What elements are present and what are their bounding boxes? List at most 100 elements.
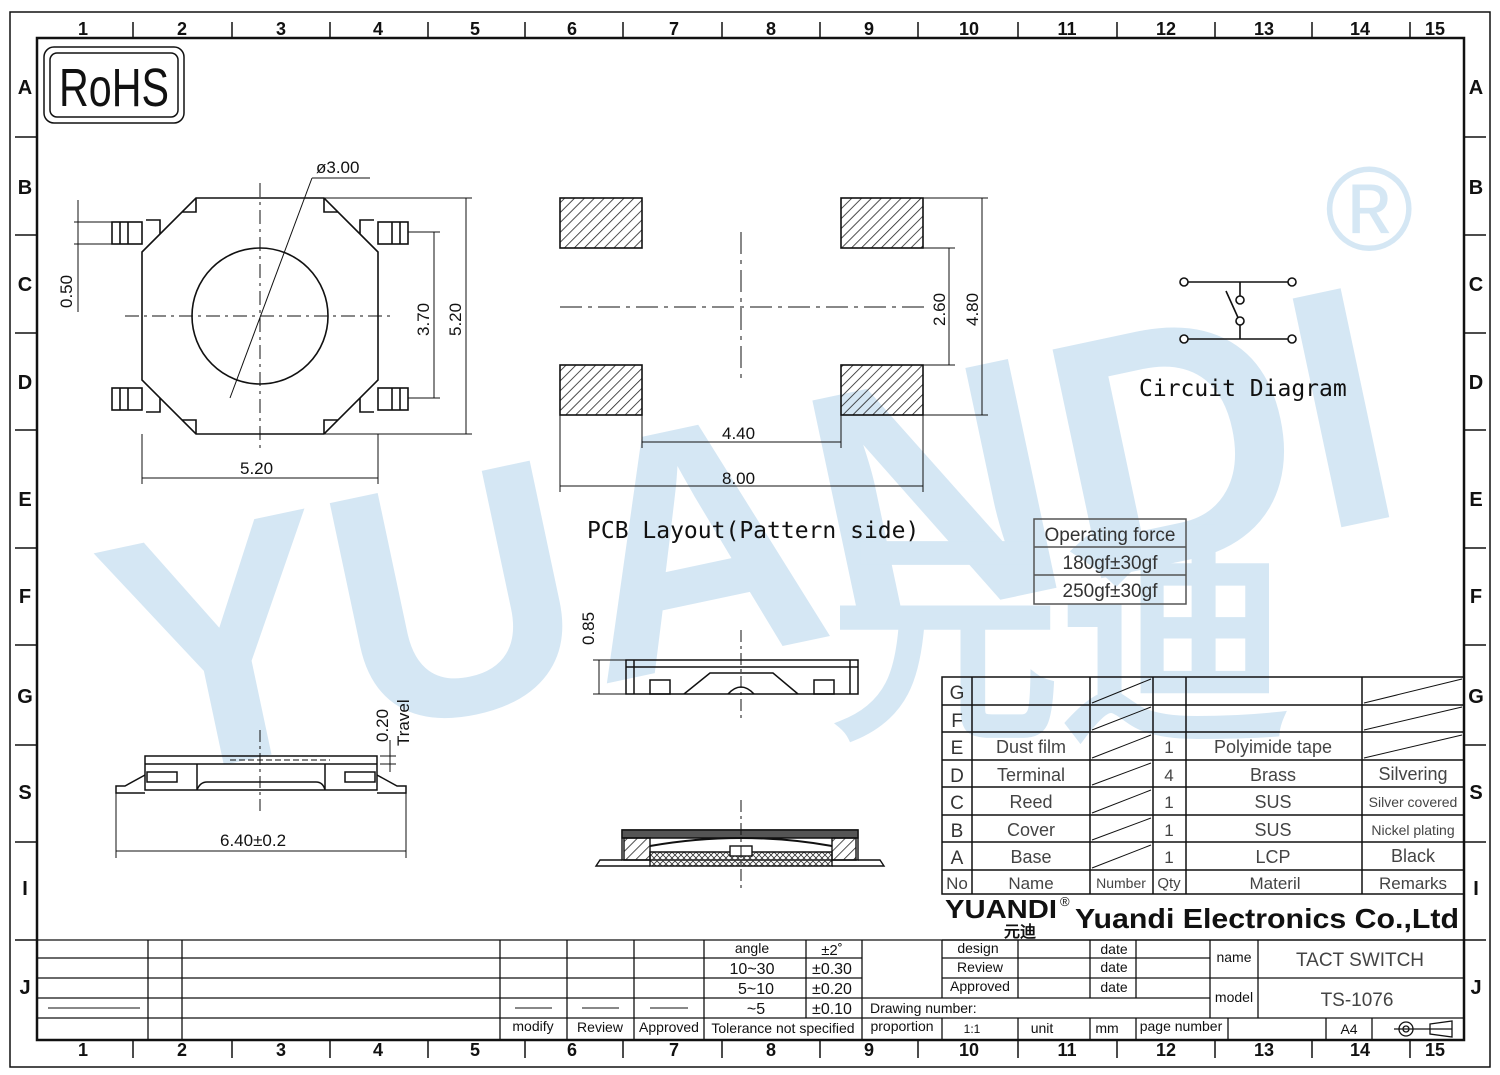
pcb-caption: PCB Layout(Pattern side)	[587, 518, 919, 544]
bom-material: Polyimide tape	[1214, 737, 1332, 757]
force-row-1: 180gf±30gf	[1063, 553, 1159, 574]
bom-no: A	[951, 848, 964, 869]
sign-date-2: date	[1100, 959, 1127, 975]
column-label-top: 10	[959, 19, 979, 39]
column-label-bottom: 3	[276, 1040, 286, 1060]
bom-table-grid	[941, 676, 1465, 895]
column-label-bottom: 13	[1254, 1040, 1274, 1060]
unit-value: mm	[1095, 1020, 1118, 1036]
row-label-left: E	[18, 489, 31, 511]
column-label-bottom: 12	[1156, 1040, 1176, 1060]
section-view	[594, 800, 886, 890]
row-label-left: J	[19, 977, 30, 999]
row-label-right: D	[1469, 372, 1483, 394]
column-label-bottom: 8	[766, 1040, 776, 1060]
bom-qty: 1	[1164, 793, 1173, 812]
column-label-bottom: 10	[959, 1040, 979, 1060]
row-label-left: I	[22, 878, 28, 900]
company-logo: YUANDI	[945, 894, 1057, 924]
bom-name: Cover	[1007, 820, 1055, 840]
tol-value-1: ±2˚	[821, 942, 843, 959]
column-label-top: 15	[1425, 19, 1445, 39]
row-label-right: G	[1468, 686, 1484, 708]
pcb-pad-4	[840, 364, 924, 416]
column-label-top: 11	[1057, 19, 1076, 39]
force-table	[1033, 518, 1187, 605]
column-label-top: 8	[766, 19, 776, 39]
column-label-bottom: 14	[1350, 1040, 1370, 1060]
column-label-bottom: 15	[1425, 1040, 1445, 1060]
row-label-left: D	[18, 372, 32, 394]
bom-header-no: No	[946, 874, 968, 893]
column-label-top: 5	[470, 19, 480, 39]
tol-value-2: ±0.30	[812, 961, 852, 978]
bom-qty: 1	[1164, 738, 1173, 757]
proportion-label: proportion	[870, 1018, 933, 1034]
company-logo-reg: ®	[1060, 894, 1070, 909]
column-label-top: 4	[373, 19, 383, 39]
bom-name: Reed	[1009, 792, 1052, 812]
title-block-grid	[37, 939, 1464, 1040]
pcb-layout	[559, 197, 988, 492]
side-view	[593, 630, 859, 718]
row-label-left: C	[18, 274, 32, 296]
column-label-top: 3	[276, 19, 286, 39]
title-name-label: name	[1216, 949, 1251, 965]
column-label-top: 1	[78, 19, 88, 39]
sign-review: Review	[957, 959, 1004, 975]
top-view	[74, 177, 472, 484]
bom-header-number: Number	[1096, 875, 1146, 891]
side-thickness-label: 0.85	[579, 612, 598, 645]
frame	[9, 11, 1491, 1068]
bom-no: E	[951, 738, 964, 759]
bom-remarks: Silvering	[1378, 764, 1447, 784]
pcb-inner-width-label: 4.40	[722, 424, 755, 443]
bom-material: Brass	[1250, 765, 1296, 785]
row-label-right: I	[1473, 878, 1479, 900]
travel-length-label: 6.40±0.2	[220, 831, 286, 850]
bom-qty: 1	[1164, 848, 1173, 867]
column-label-bottom: 7	[669, 1040, 679, 1060]
travel-label: Travel	[394, 699, 413, 746]
top-dia-label: ø3.00	[316, 158, 359, 177]
bom-no: F	[951, 711, 963, 732]
tolerance-label: Tolerance not specified	[711, 1020, 854, 1036]
bom-no: D	[950, 766, 964, 787]
bom-name: Terminal	[997, 765, 1065, 785]
row-label-right: A	[1469, 77, 1483, 99]
force-table-header: Operating force	[1045, 525, 1176, 546]
bom-header-qty: Qty	[1157, 875, 1181, 892]
unit-label: unit	[1031, 1020, 1054, 1036]
bom-material: SUS	[1254, 820, 1291, 840]
column-label-bottom: 2	[177, 1040, 187, 1060]
bom-header-remarks: Remarks	[1379, 874, 1447, 893]
row-label-left: F	[19, 586, 31, 608]
column-label-top: 2	[177, 19, 187, 39]
travel-value-label: 0.20	[373, 709, 392, 742]
company-logo-cn: 元迪	[1004, 922, 1036, 941]
tol-value-4: ±0.10	[812, 1001, 852, 1018]
bom-material: SUS	[1254, 792, 1291, 812]
bom-no: B	[951, 821, 964, 842]
title-name-value: TACT SWITCH	[1296, 950, 1424, 971]
pcb-outer-height-label: 4.80	[963, 293, 982, 326]
column-label-top: 12	[1156, 19, 1176, 39]
rohs-label: RoHS	[59, 58, 169, 118]
row-label-right: F	[1470, 586, 1482, 608]
rev-approved: Approved	[639, 1019, 699, 1035]
top-outer-height-label: 5.20	[446, 303, 465, 336]
bom-material: LCP	[1255, 847, 1290, 867]
company-name: Yuandi Electronics Co.,Ltd	[1075, 903, 1459, 934]
bom-header-name: Name	[1008, 874, 1053, 893]
rev-modify: modify	[512, 1018, 553, 1034]
circuit-diagram	[1179, 277, 1297, 344]
column-label-bottom: 9	[864, 1040, 874, 1060]
tol-range-1: angle	[735, 940, 769, 956]
column-label-top: 9	[864, 19, 874, 39]
tol-range-2: 10~30	[730, 961, 775, 978]
tol-range-4: ~5	[747, 1001, 765, 1018]
pcb-pad-1	[559, 197, 643, 249]
tol-value-3: ±0.20	[812, 981, 852, 998]
